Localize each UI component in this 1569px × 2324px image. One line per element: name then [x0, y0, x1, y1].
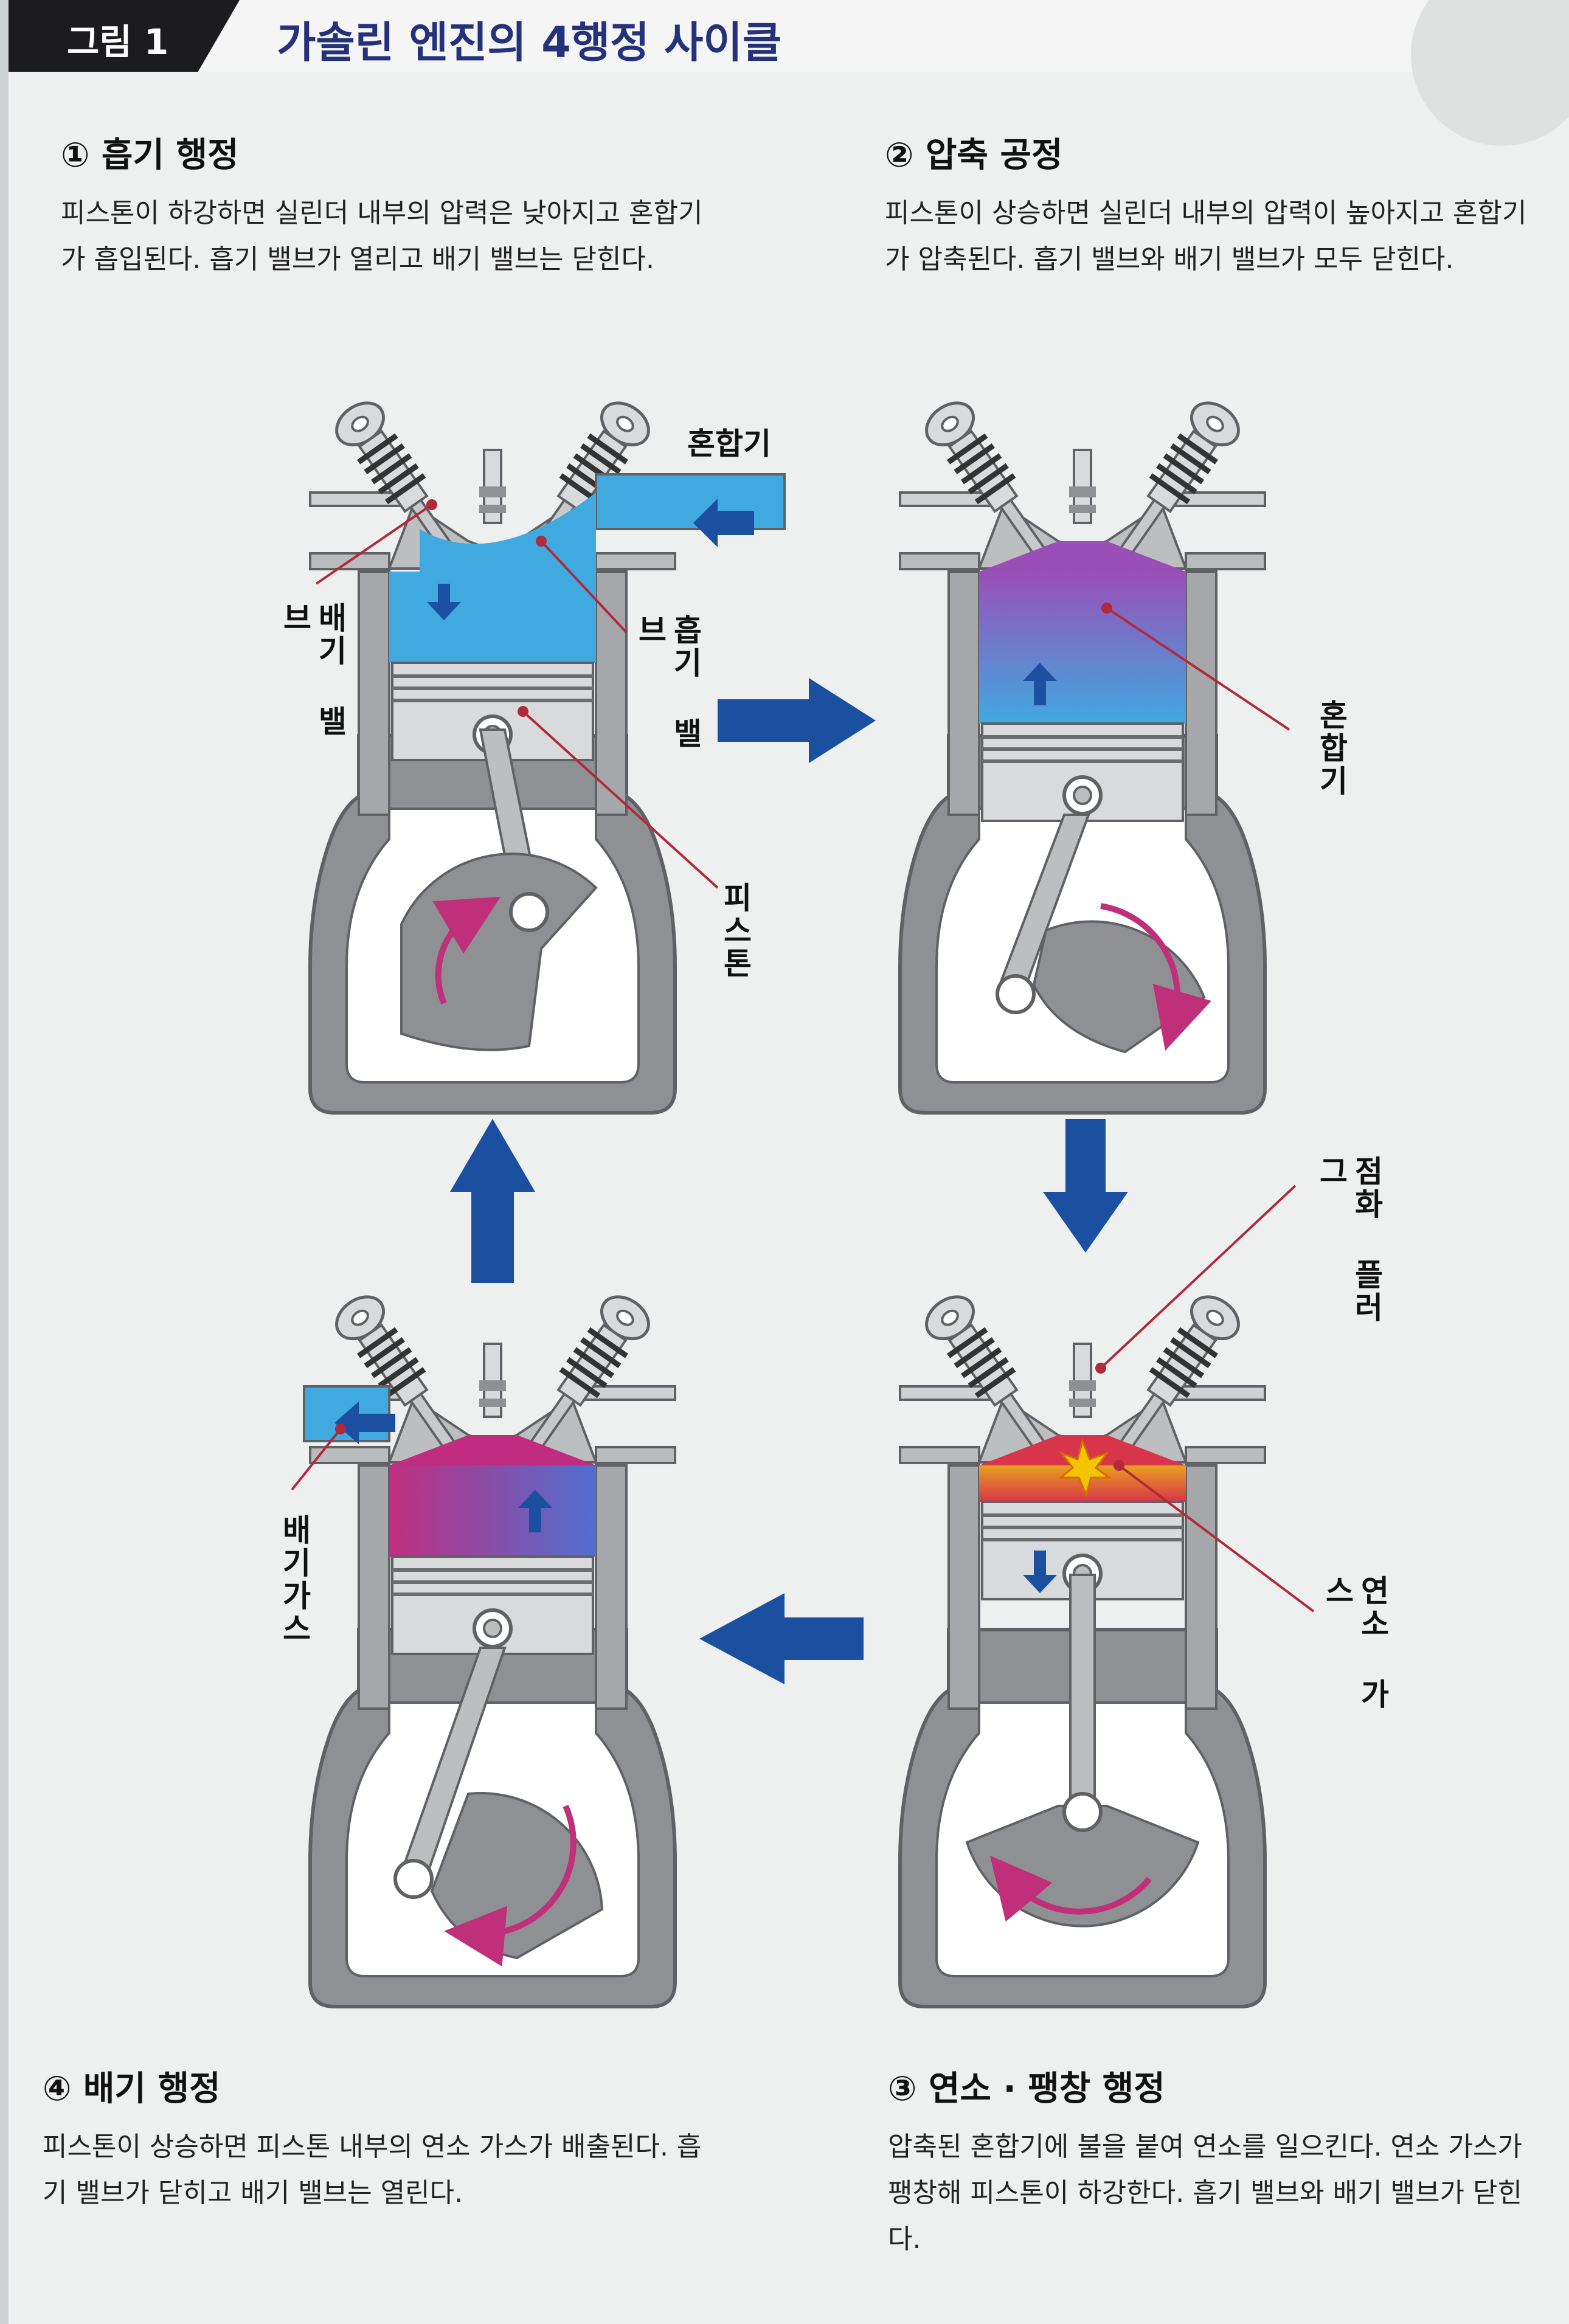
compression-mixture-fill [979, 572, 1186, 724]
intake-duct [595, 473, 786, 530]
engine-combustion [900, 1184, 1315, 2007]
step-combustion-heading: ③ 연소 · 팽창 행정 [888, 2069, 1165, 2109]
arrow-right-icon [718, 678, 876, 763]
label-exhaust-gas: 배기가스 [277, 1514, 312, 1645]
rotation-arrow-icon [1100, 903, 1211, 1051]
label-combustion-gas: 연소 가스 [1320, 1575, 1390, 1711]
rotation-arrow-icon [444, 1804, 577, 1967]
label-intake-valve: 흡기 밸브 [632, 614, 703, 750]
step-combustion-body: 압축된 혼합기에 불을 붙여 연소를 일으킨다. 연소 가스가 팽창해 피스톤이… [888, 2131, 1522, 2255]
step-exhaust: ④ 배기 행정 피스톤이 상승하면 피스톤 내부의 연소 가스가 배출된다. 흡… [43, 2061, 712, 2216]
step-compression: ② 압축 공정 피스톤이 상승하면 실린더 내부의 압력이 높아지고 혼합기가 … [885, 128, 1529, 283]
step-exhaust-body: 피스톤이 상승하면 피스톤 내부의 연소 가스가 배출된다. 흡기 밸브가 닫히… [43, 2131, 702, 2208]
exhaust-flow-arrow-icon [334, 1402, 395, 1444]
arrow-left-icon [699, 1593, 864, 1684]
combustion-down-arrow-icon [1023, 1551, 1057, 1593]
exhaust-up-arrow-icon [518, 1490, 552, 1532]
step-intake: ① 흡기 행정 피스톤이 하강하면 실린더 내부의 압력은 낮아지고 혼합기가 … [61, 128, 705, 283]
page-binding-edge [0, 0, 9, 2324]
step-combustion: ③ 연소 · 팽창 행정 압축된 혼합기에 불을 붙여 연소를 일으킨다. 연소… [888, 2061, 1551, 2263]
label-mixture-intake: 혼합기 [687, 426, 771, 462]
step-intake-heading: ① 흡기 행정 [61, 136, 239, 175]
figure-header [9, 0, 1569, 72]
label-spark-plug: 점화 플러그 [1314, 1155, 1384, 1324]
engine-intake [310, 395, 786, 1113]
exhaust-gas-fill [389, 1465, 596, 1557]
intake-flow-arrow-icon [693, 499, 754, 547]
figure-tag: 그림 1 [9, 0, 240, 72]
spark-icon [1058, 1438, 1112, 1498]
engine-exhaust [291, 1288, 675, 2007]
arrow-up-icon [450, 1119, 535, 1283]
engine-compression [900, 395, 1290, 1113]
label-piston: 피스톤 [718, 882, 753, 980]
step-compression-body: 피스톤이 상승하면 실린더 내부의 압력이 높아지고 혼합기가 압축된다. 흡기… [885, 198, 1527, 275]
intake-down-arrow-icon [427, 584, 461, 620]
step-exhaust-heading: ④ 배기 행정 [43, 2069, 221, 2109]
rotation-arrow-icon [432, 896, 501, 1005]
rotation-arrow-icon [989, 1855, 1152, 1922]
step-compression-heading: ② 압축 공정 [885, 136, 1063, 175]
compression-up-arrow-icon [1023, 663, 1057, 705]
step-intake-body: 피스톤이 하강하면 실린더 내부의 압력은 낮아지고 혼합기가 흡입된다. 흡기… [61, 198, 703, 275]
label-mixture-compression: 혼합기 [1314, 699, 1349, 798]
intake-mixture-fill [389, 572, 596, 663]
figure-title: 가솔린 엔진의 4행정 사이클 [277, 18, 782, 67]
arrow-down-icon [1043, 1119, 1128, 1253]
label-exhaust-valve: 배기 밸브 [277, 602, 348, 738]
figure-tag-text: 그림 1 [67, 21, 169, 63]
